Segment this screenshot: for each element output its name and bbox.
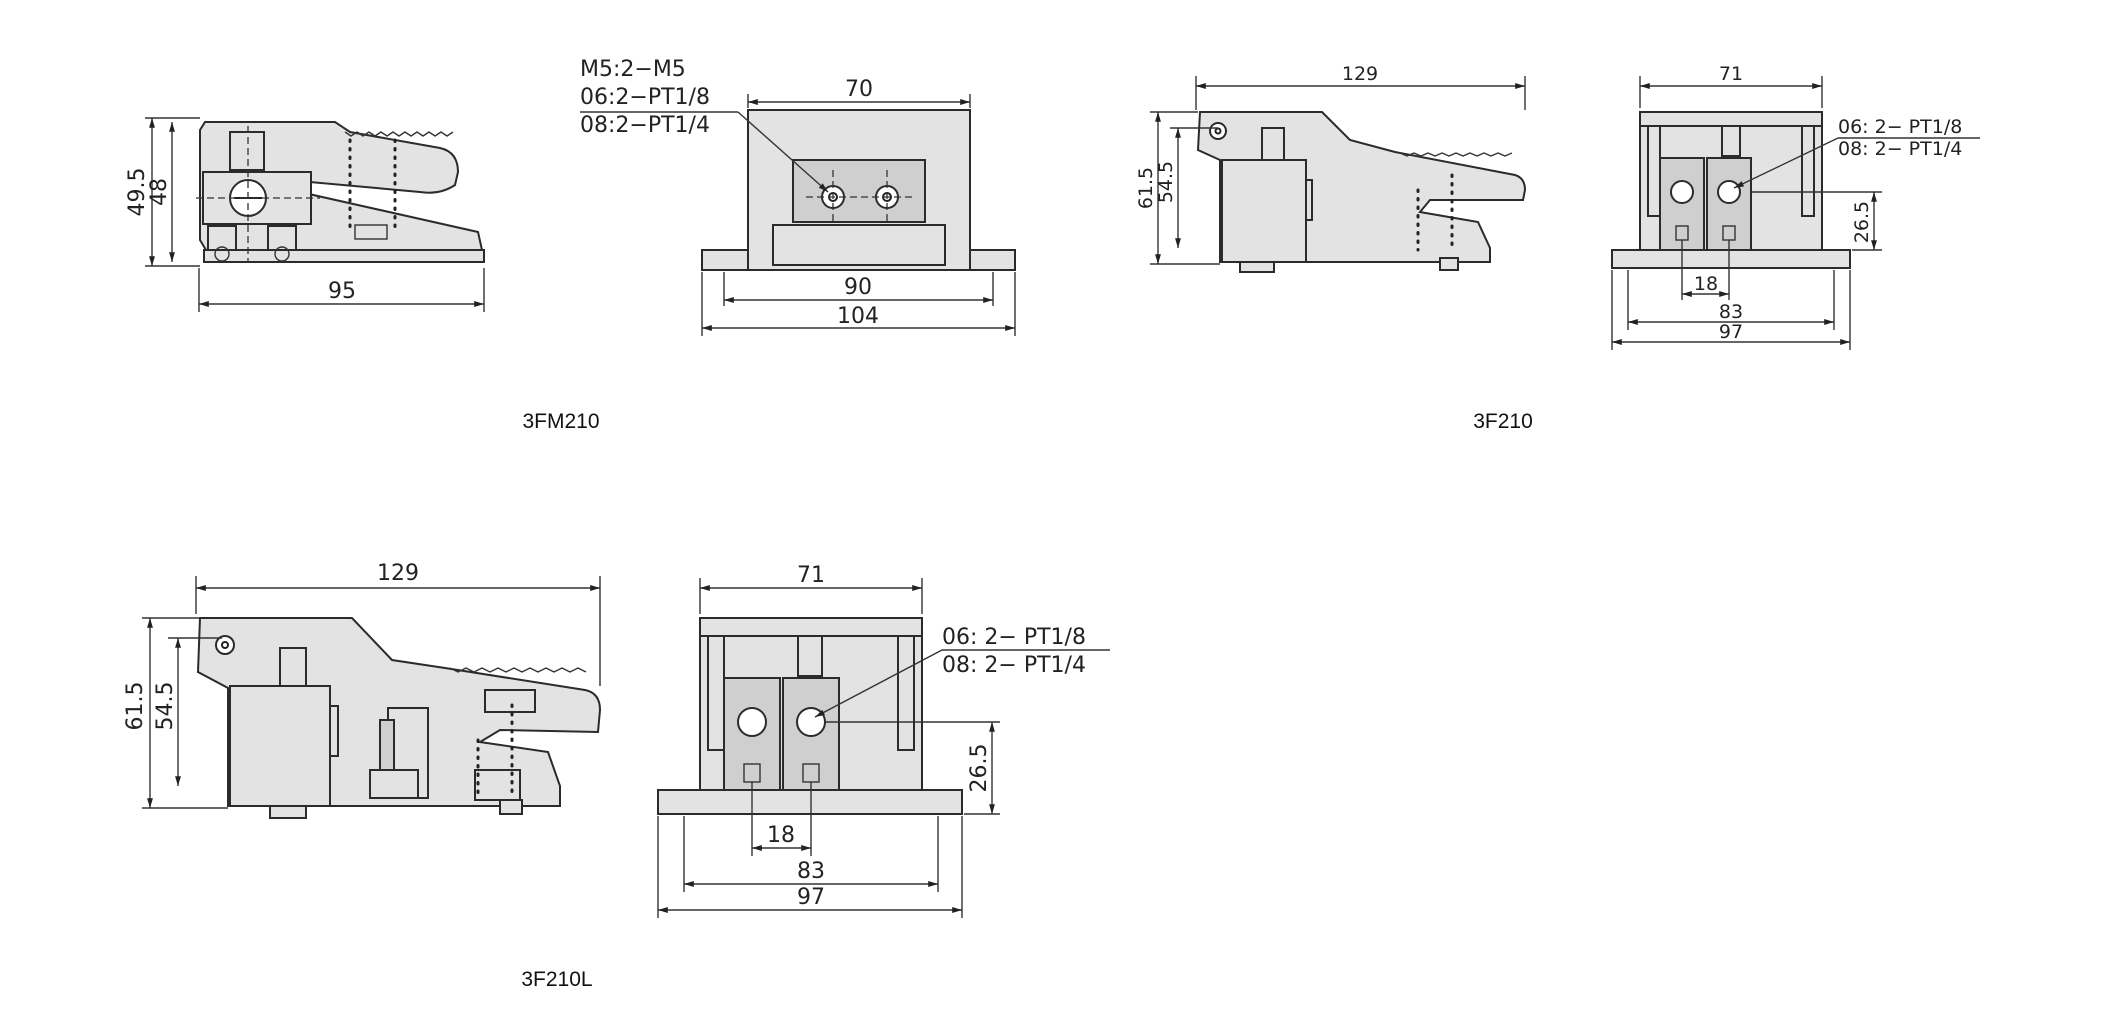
f210-height-inner-label: 54.5 <box>1155 161 1177 203</box>
f210l-height-inner-label: 54.5 <box>153 682 178 731</box>
f210l-port-height-label: 26.5 <box>967 744 992 793</box>
fm210-inner-width-label: 90 <box>844 275 872 300</box>
pivot-pin-icon <box>1209 122 1227 140</box>
fm210-port-note-2: 06:2−PT1/8 <box>580 85 710 110</box>
f210-length-label: 129 <box>1342 63 1378 85</box>
f210l-port-pitch-label: 18 <box>767 823 795 848</box>
fm210-length-label: 95 <box>328 279 356 304</box>
fm210-front-view <box>701 109 1016 271</box>
f210-front-view <box>1611 111 1851 269</box>
fm210-top-width-label: 70 <box>845 77 873 102</box>
fm210-port-note-1: M5:2−M5 <box>580 57 686 82</box>
fm210-height-outer-label: 49.5 <box>125 168 150 217</box>
f210-overall-width-label: 97 <box>1719 321 1743 343</box>
f210l-front-view <box>657 617 963 815</box>
f210-caption: 3F210 <box>1473 410 1533 433</box>
f210-height-outer-label: 61.5 <box>1135 167 1157 209</box>
fm210-height-inner-label: 48 <box>147 178 172 206</box>
f210l-length-label: 129 <box>377 561 419 586</box>
f210l-side-dimensions: 129 61.5 54.5 <box>123 561 601 809</box>
f210-side-view <box>1196 111 1527 273</box>
f210-port-note-1: 06: 2− PT1/8 <box>1838 116 1962 138</box>
f210l-port-note-1: 06: 2− PT1/8 <box>942 625 1086 650</box>
fm210-caption: 3FM210 <box>522 410 599 433</box>
f210l-mount-width-label: 83 <box>797 859 825 884</box>
fm210-side-view <box>196 121 485 264</box>
fm210-front-annotations: M5:2−M5 06:2−PT1/8 08:2−PT1/4 70 90 104 … <box>522 57 1016 433</box>
fm210-port-note-3: 08:2−PT1/4 <box>580 113 710 138</box>
f210l-front-annotations: 71 06: 2− PT1/8 08: 2− PT1/4 26.5 18 83 … <box>521 563 1110 991</box>
f210l-side-view <box>196 617 602 819</box>
f210-port-pitch-label: 18 <box>1694 273 1718 295</box>
f210l-overall-width-label: 97 <box>797 885 825 910</box>
fm210-side-dimensions: 49.5 48 95 <box>125 117 485 312</box>
f210-mount-width-label: 83 <box>1719 301 1743 323</box>
f210-top-width-label: 71 <box>1719 63 1743 85</box>
f210-front-annotations: 71 06: 2− PT1/8 08: 2− PT1/4 26.5 18 83 … <box>1473 63 1980 433</box>
f210-port-note-2: 08: 2− PT1/4 <box>1838 138 1962 160</box>
f210-side-dimensions: 129 61.5 54.5 <box>1135 63 1526 265</box>
f210l-top-width-label: 71 <box>797 563 825 588</box>
f210l-caption: 3F210L <box>521 968 592 991</box>
f210l-port-note-2: 08: 2− PT1/4 <box>942 653 1086 678</box>
f210l-height-outer-label: 61.5 <box>123 682 148 731</box>
f210-port-height-label: 26.5 <box>1851 201 1873 243</box>
fm210-overall-width-label: 104 <box>837 304 879 329</box>
